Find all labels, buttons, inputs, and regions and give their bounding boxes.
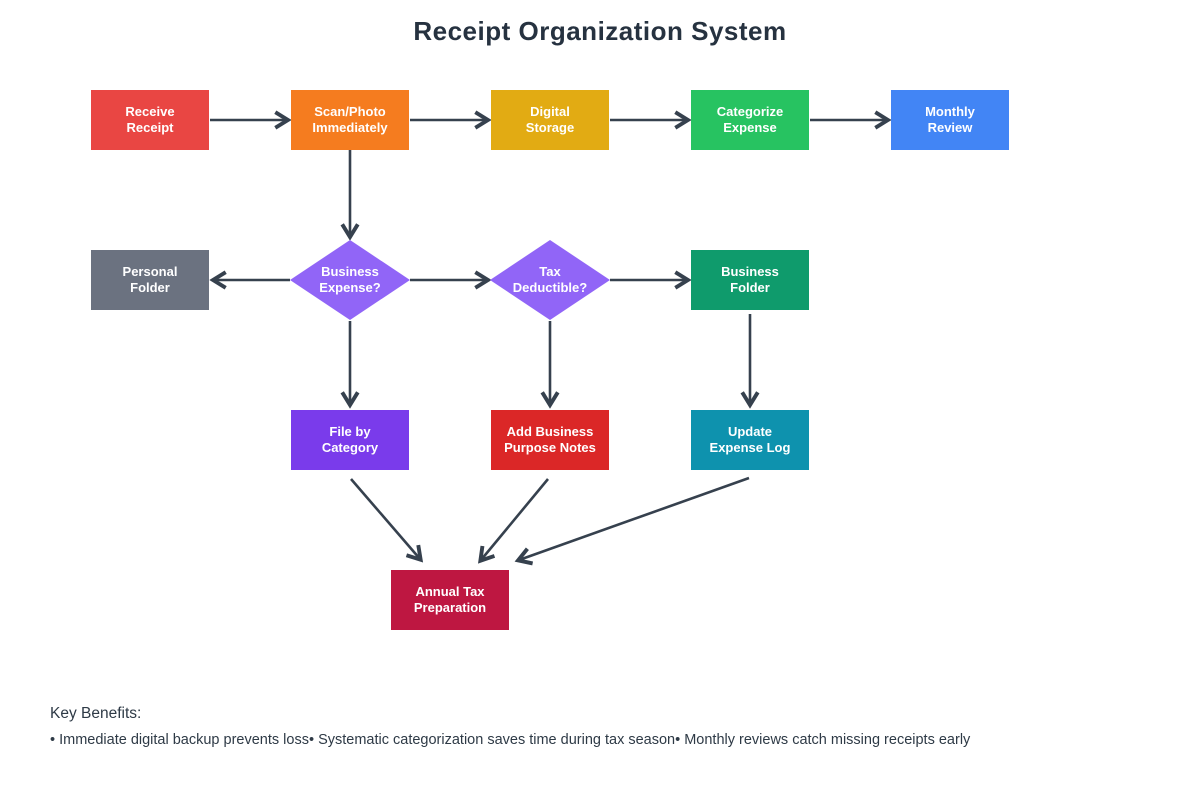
flow-node-file-by-category: File by Category xyxy=(291,410,409,470)
arrow-notes-to-annual xyxy=(478,478,550,564)
flow-node-add-business-purpose-notes: Add Business Purpose Notes xyxy=(491,410,609,470)
benefit-item: • Systematic categorization saves time d… xyxy=(308,732,676,748)
flow-node-personal-folder: Personal Folder xyxy=(91,250,209,310)
arrow-lines xyxy=(209,110,892,566)
benefits-heading: Key Benefits: xyxy=(50,705,142,722)
flow-node-annual-tax-preparation: Annual Tax Preparation xyxy=(391,570,509,630)
benefit-item: • Immediate digital backup prevents loss xyxy=(50,732,309,748)
flow-node-scan-photo-immediately: Scan/Photo Immediately xyxy=(291,90,409,150)
flow-node-business-folder: Business Folder xyxy=(691,250,809,310)
arrow-log-to-annual xyxy=(514,476,750,566)
arrow-file-to-annual xyxy=(350,478,424,563)
flow-node-categorize-expense: Categorize Expense xyxy=(691,90,809,150)
flow-node-monthly-review: Monthly Review xyxy=(891,90,1009,150)
benefit-item: • Monthly reviews catch missing receipts… xyxy=(675,732,971,748)
flow-node-digital-storage: Digital Storage xyxy=(491,90,609,150)
flow-node-update-expense-log: Update Expense Log xyxy=(691,410,809,470)
flow-node-business-expense-decision: Business Expense? xyxy=(290,240,410,320)
benefits-list: • Immediate digital backup prevents loss… xyxy=(50,732,970,748)
flow-node-receive-receipt: Receive Receipt xyxy=(91,90,209,150)
flow-node-tax-deductible-decision: Tax Deductible? xyxy=(490,240,610,320)
page-title: Receipt Organization System xyxy=(413,16,787,46)
